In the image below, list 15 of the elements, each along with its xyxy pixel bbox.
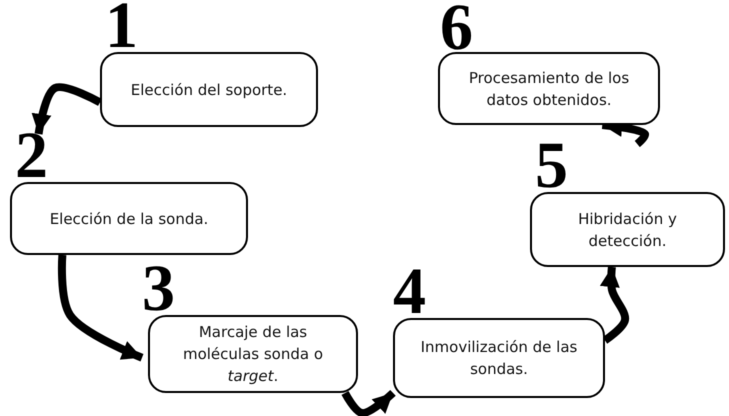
step-text: Procesamiento de los datos obtenidos. [468, 68, 630, 110]
step-number: 3 [142, 267, 175, 311]
step-text: Elección del soporte. [130, 80, 288, 100]
step-number: 6 [440, 6, 473, 50]
step-text: Inmovilización de las sondas. [420, 337, 578, 380]
step-text: Hibridación y detección. [577, 208, 678, 252]
curved-arrow [32, 83, 102, 135]
curved-arrow [58, 254, 144, 362]
step-text: Marcaje de las moléculas sonda o target. [182, 322, 324, 387]
step-number: 1 [105, 4, 138, 48]
curved-arrow [342, 390, 396, 416]
step-number: 2 [15, 134, 48, 178]
step-text: Elección de la sonda. [50, 208, 208, 230]
step-number: 5 [535, 144, 568, 188]
step-number: 4 [393, 270, 426, 314]
